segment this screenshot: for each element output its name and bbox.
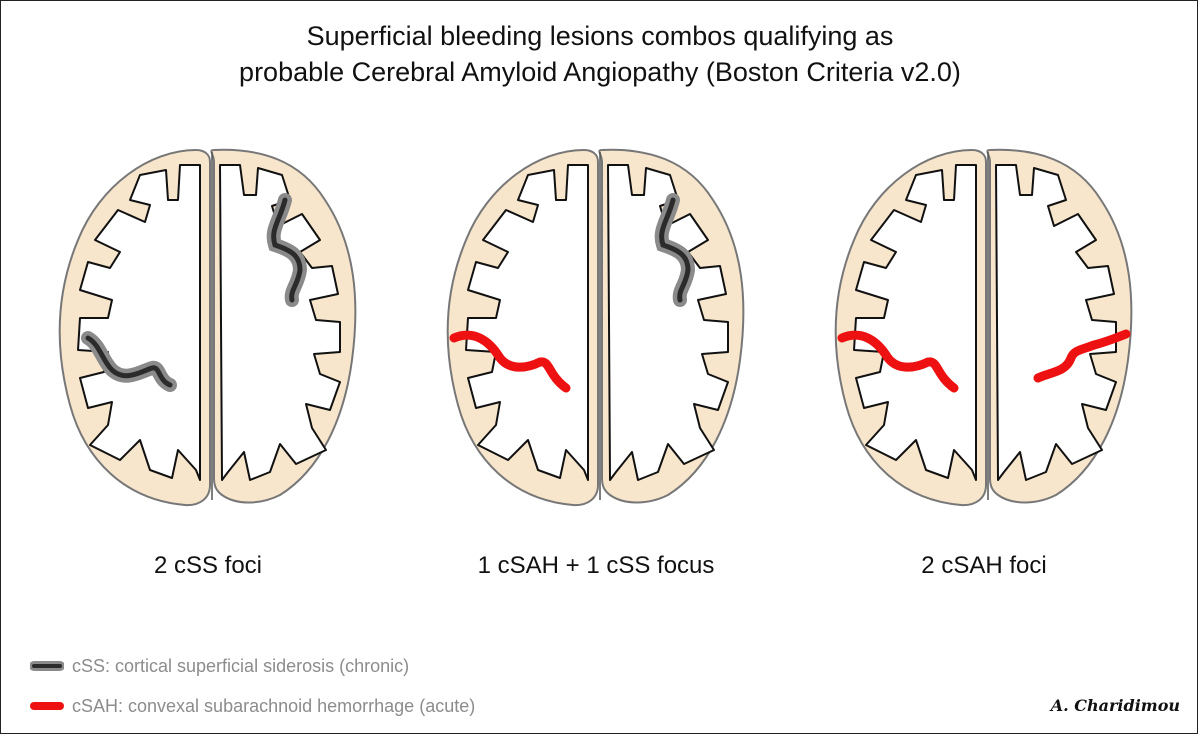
legend-label-css: cSS: cortical superficial siderosis (chr… <box>72 655 410 676</box>
brain-diagram-3 <box>834 148 1133 507</box>
csah-lesion <box>837 330 959 393</box>
legend-item-csah: cSAH: convexal subarachnoid hemorrhage (… <box>30 692 475 720</box>
title-line-2: probable Cerebral Amyloid Angiopathy (Bo… <box>239 57 961 87</box>
author-signature: A. Charidimou <box>1050 696 1180 715</box>
csah-lesion <box>1033 329 1131 383</box>
brain-diagram-2 <box>446 148 745 507</box>
legend-label-csah: cSAH: convexal subarachnoid hemorrhage (… <box>72 695 476 716</box>
panel-3-caption: 2 cSAH foci <box>921 552 1047 579</box>
title-line-1: Superficial bleeding lesions combos qual… <box>306 21 894 51</box>
legend-item-css: cSS: cortical superficial siderosis (chr… <box>30 652 409 680</box>
css-lesion <box>81 331 177 392</box>
brain-diagram-1 <box>58 148 357 507</box>
panel-2-caption: 1 cSAH + 1 cSS focus <box>477 552 715 579</box>
css-lesion <box>654 193 696 307</box>
csah-lesion <box>449 330 571 393</box>
css-swatch-icon <box>30 661 64 671</box>
figure-title: Superficial bleeding lesions combos qual… <box>0 18 1200 90</box>
csah-swatch-icon <box>30 702 64 710</box>
css-lesion <box>266 193 308 307</box>
panel-1-caption: 2 cSS foci <box>153 552 263 579</box>
